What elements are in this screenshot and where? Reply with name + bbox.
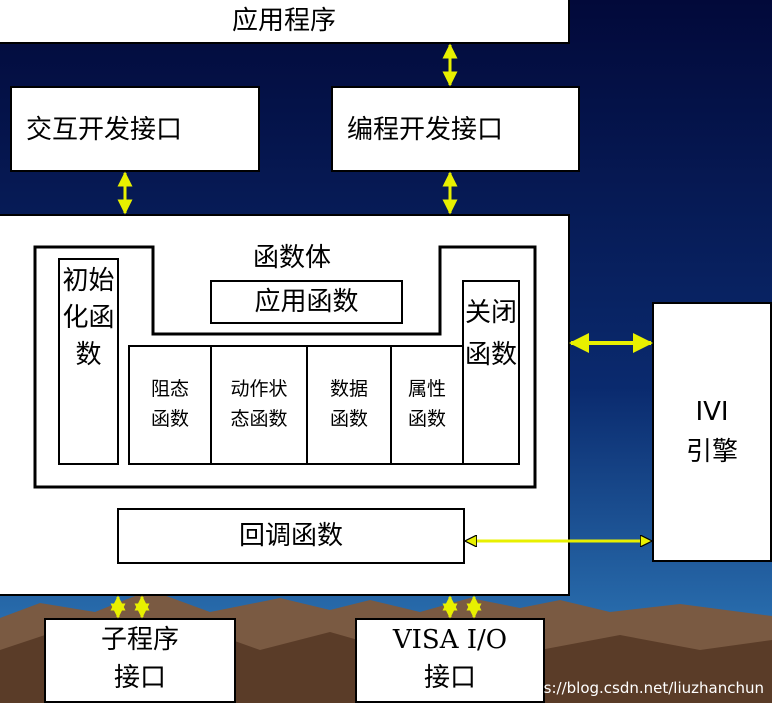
watermark: https://blog.csdn.net/liuzhanchun (513, 679, 764, 697)
